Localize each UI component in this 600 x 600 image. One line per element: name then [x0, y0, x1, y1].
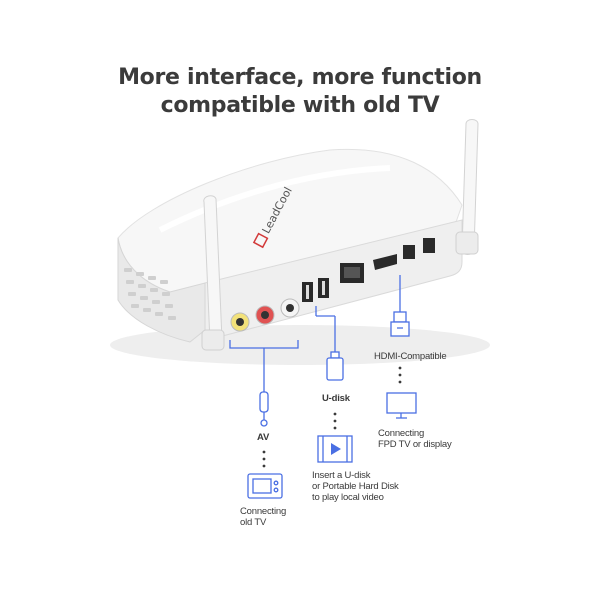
monitor-icon — [386, 392, 417, 419]
usb-stick-icon — [326, 351, 344, 381]
page-headline: More interface, more function compatible… — [0, 64, 600, 120]
headline-line-1: More interface, more function — [118, 65, 482, 90]
antenna-right — [455, 119, 479, 255]
side-vents — [124, 268, 176, 320]
dc-port — [403, 245, 415, 259]
antenna-left — [201, 195, 225, 351]
tv-box-device: LeadCool — [110, 148, 490, 365]
headline-line-2: compatible with old TV — [160, 93, 440, 118]
hdmi-plug-icon — [390, 311, 410, 337]
label-connecting-fpd: Connecting FPD TV or display — [378, 428, 452, 450]
rca-plug-icon — [259, 391, 269, 427]
hdmi-port — [373, 254, 397, 270]
old-tv-icon — [247, 473, 283, 499]
label-hdmi: HDMI-Compatible — [374, 351, 447, 362]
hdmi-dots — [398, 366, 402, 384]
callout-lines — [229, 275, 401, 392]
udisk-dots — [333, 412, 337, 430]
label-udisk: U-disk — [322, 393, 350, 404]
label-insert-udisk: Insert a U-disk or Portable Hard Disk to… — [312, 470, 399, 503]
usb-ports — [302, 278, 329, 302]
label-connecting-old-tv: Connecting old TV — [240, 506, 287, 528]
av-ports — [230, 298, 300, 332]
optical-port — [423, 238, 435, 253]
label-av: AV — [257, 432, 270, 443]
video-play-icon — [317, 435, 353, 463]
av-dots — [262, 450, 266, 468]
